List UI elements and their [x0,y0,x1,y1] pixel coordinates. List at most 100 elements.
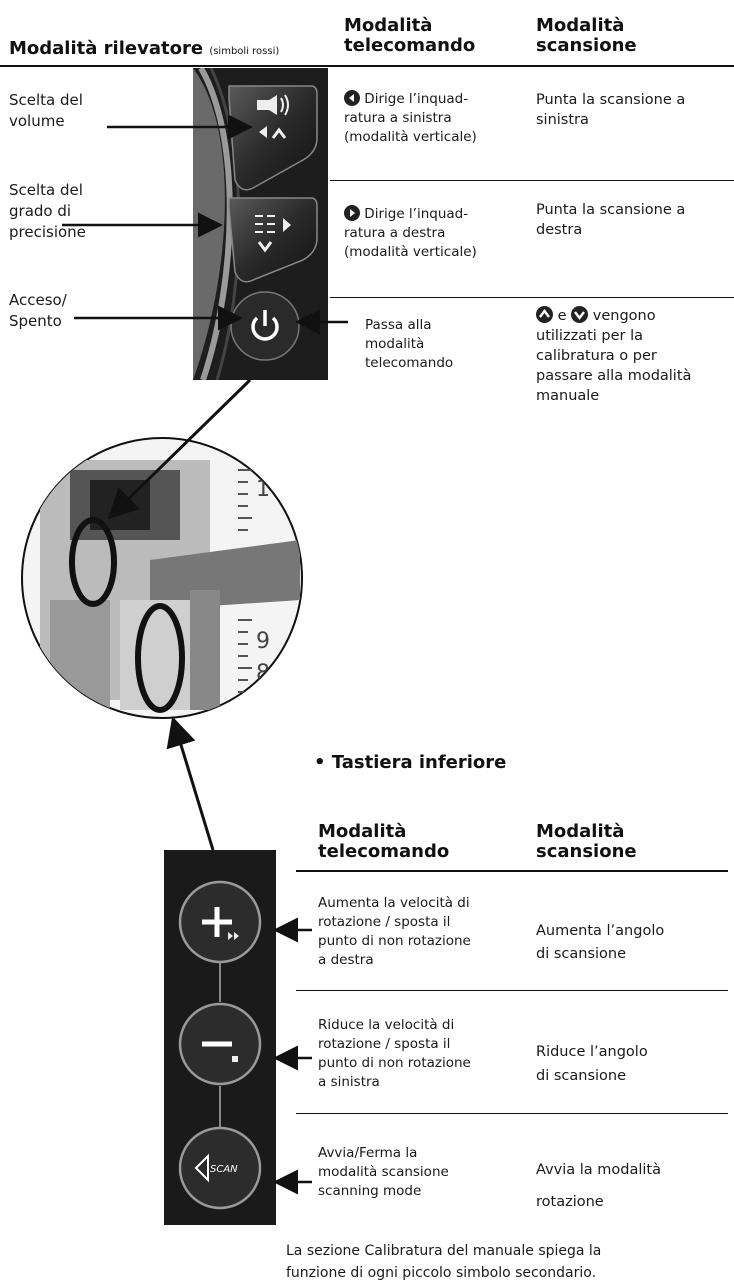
ruler-digit: 7 [256,691,270,716]
detail-arrow-top [107,378,252,520]
top-row-2-remote-line: ratura a destra [344,225,446,241]
scan-arrow-icon [194,1153,209,1183]
power-label: Acceso/ Spento [9,290,67,332]
lower-row-2-scan-line: Riduce l’angolo [536,1044,648,1060]
top-row-3-remote: Passa alla modalità telecomando [365,316,505,373]
volume-label-line: Scelta del [9,91,83,109]
detector-mode-title: Modalità rilevatore [9,38,204,59]
remote-mode-header: Modalità telecomando [344,16,475,56]
lower-row-2-remote-line: a sinistra [318,1074,380,1090]
speaker-icon [257,95,277,115]
scan-mode-header-line1: Modalità [536,15,625,36]
top-row-3-scan-rest: vengono [592,308,656,324]
precision-label-line: Scelta del [9,181,83,199]
lower-keypad-photo: SCAN [164,850,276,1225]
lower-remote-mode-header-line1: Modalità [318,821,407,842]
remote-mode-header-line1: Modalità [344,15,433,36]
volume-label: Scelta del volume [9,90,83,132]
up-chevron-icon [271,127,287,139]
top-row-3-scan-line: calibratura o per [536,348,657,364]
lower-row-2-remote-line: punto di non rotazione [318,1055,471,1071]
lower-remote-mode-header-line2: telecomando [318,841,450,862]
lower-row-1-remote-line: Aumenta la velocità di [318,895,470,911]
top-row-3-remote-line: Passa alla [365,317,432,333]
precision-label-line: precisione [9,223,86,241]
top-row-divider [330,297,734,298]
down-chevron-icon [257,241,273,253]
lower-row-1-remote: Aumenta la velocità di rotazione / spost… [318,894,518,970]
lower-row-3-scan: Avvia la modalità rotazione [536,1154,726,1218]
top-row-2-remote: Dirige l’inquad- ratura a destra (modali… [344,205,524,262]
lower-leader-arrows [273,917,312,1195]
lower-row-divider [296,990,728,991]
lower-row-1-scan-line: Aumenta l’angolo [536,923,665,939]
top-row-3-scan: e vengono utilizzati per la calibratura … [536,306,734,406]
top-row-3-scan-line: utilizzati per la [536,328,644,344]
lower-keypad-highlight [135,603,185,713]
detector-mode-header: Modalità rilevatore (simboli rossi) [9,39,279,62]
lower-row-2-remote-line: rotazione / sposta il [318,1036,451,1052]
top-row-3-scan-line: passare alla modalità [536,368,692,384]
lower-row-1-remote-line: a destra [318,952,374,968]
sound-waves-icon [280,94,289,116]
top-row-3-scan-conj: e [557,308,567,324]
lower-row-2-scan-line: di scansione [536,1068,627,1084]
lower-row-1-remote-line: punto di non rotazione [318,933,471,949]
top-row-3-remote-line: modalità [365,336,425,352]
lower-scan-mode-header-line1: Modalità [536,821,625,842]
precision-bars-icon [255,215,275,233]
scan-mode-header-line2: scansione [536,35,637,56]
right-arrow-circle-icon [344,205,360,221]
device-illustration: 1 9 8 7 [21,378,303,850]
fast-forward-icon [228,932,239,940]
power-label-line: Acceso/ [9,291,67,309]
right-triangle-icon [283,218,291,232]
lower-row-1-remote-line: rotazione / sposta il [318,914,451,930]
lower-row-3-remote-line: Avvia/Ferma la [318,1145,418,1161]
lower-row-3-remote: Avvia/Ferma la modalità scansione scanni… [318,1144,518,1201]
plus-icon [202,907,232,937]
lower-row-divider [296,1113,728,1114]
header-rule [0,65,734,67]
top-leader-arrows [62,114,348,335]
plus-key [178,880,262,964]
lower-scan-mode-header: Modalità scansione [536,822,637,862]
footer-line: La sezione Calibratura del manuale spieg… [286,1243,602,1259]
scan-key: SCAN [178,1126,262,1210]
top-row-3-scan-line: manuale [536,388,600,404]
lower-row-2-scan: Riduce l’angolo di scansione [536,1040,726,1088]
scan-mode-header: Modalità scansione [536,16,637,56]
lower-header-rule [296,870,728,872]
lower-row-2-remote-line: Riduce la velocità di [318,1017,455,1033]
ruler-digit: 8 [256,661,270,686]
top-row-2-scan: Punta la scansione a destra [536,200,731,240]
up-arrow-circle-icon [536,306,553,323]
lower-row-3-scan-line: Avvia la modalità [536,1162,661,1178]
remote-mode-header-line2: telecomando [344,35,476,56]
top-row-1-remote-line: (modalità verticale) [344,129,477,145]
volume-label-line: volume [9,112,65,130]
top-row-2-scan-line: Punta la scansione a [536,202,686,218]
lower-row-1-scan-line: di scansione [536,946,627,962]
minus-key [178,1002,262,1086]
detail-arrow-bottom [166,716,215,850]
lower-row-3-scan-line: rotazione [536,1194,604,1210]
dot-icon [232,1056,238,1062]
lower-row-3-remote-line: modalità scansione [318,1164,449,1180]
lower-keypad-title: • Tastiera inferiore [314,752,507,773]
top-row-2-remote-line: (modalità verticale) [344,244,477,260]
top-row-1-remote-line: Dirige l’inquad- [364,91,469,107]
left-arrow-circle-icon [344,90,360,106]
lower-row-2-remote: Riduce la velocità di rotazione / sposta… [318,1016,518,1092]
left-triangle-icon [259,126,267,138]
lower-remote-mode-header: Modalità telecomando [318,822,449,862]
lower-scan-mode-header-line2: scansione [536,841,637,862]
top-row-1-scan-line: sinistra [536,112,589,128]
power-label-line: Spento [9,312,62,330]
footer-note: La sezione Calibratura del manuale spieg… [286,1240,601,1284]
top-row-1-remote: Dirige l’inquad- ratura a sinistra (moda… [344,90,524,147]
scan-key-label: SCAN [210,1164,238,1175]
lower-row-1-scan: Aumenta l’angolo di scansione [536,920,726,966]
detector-mode-note: (simboli rossi) [209,46,280,57]
lower-row-3-remote-line: scanning mode [318,1183,422,1199]
